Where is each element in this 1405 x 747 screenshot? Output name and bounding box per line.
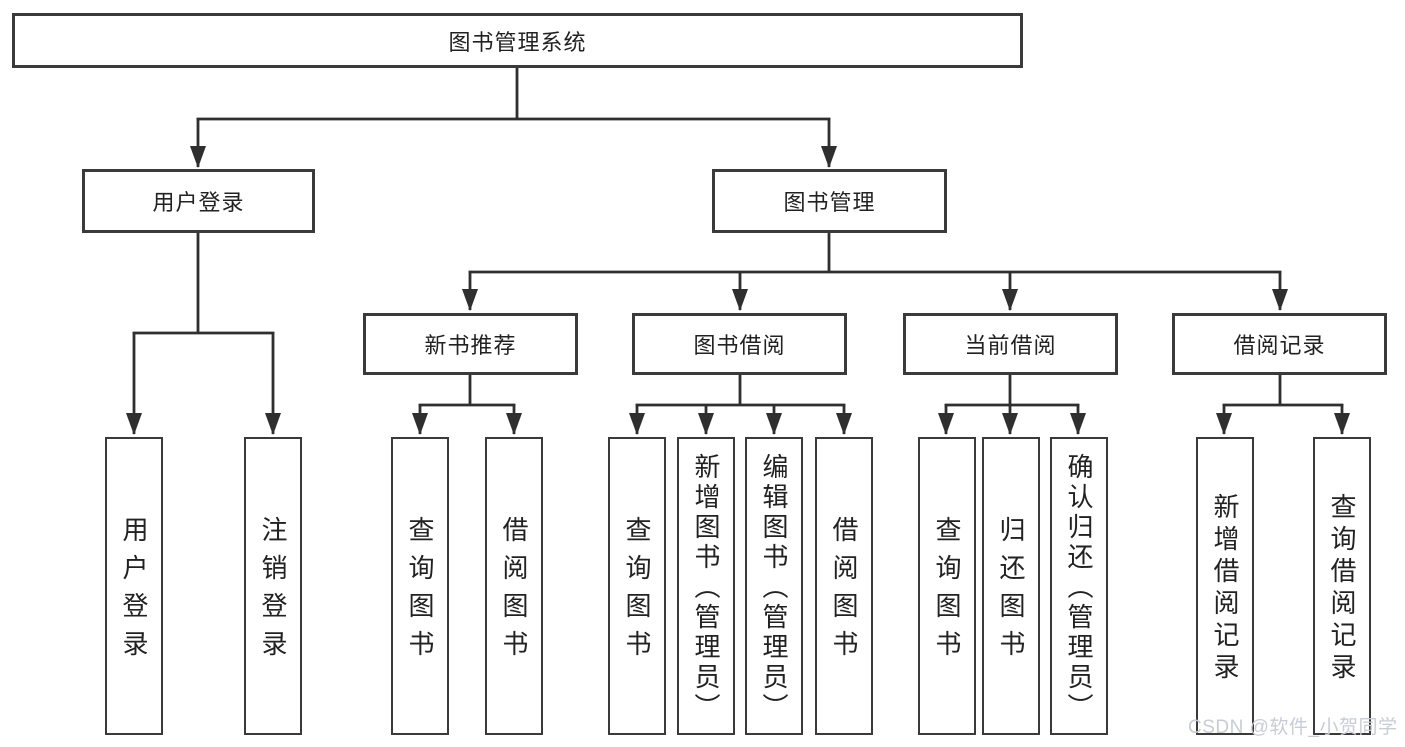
connector-current-borrow-to-leaves [938, 374, 1086, 435]
node-label: 借阅图书 [829, 516, 859, 668]
node-current-borrowing: 当前借阅 [903, 313, 1118, 375]
node-book-borrowing: 图书借阅 [632, 313, 847, 375]
leaf-borrow-books-recommend: 借阅图书 [485, 437, 543, 735]
node-label: 当前借阅 [964, 333, 1057, 358]
leaf-query-books-recommend: 查询图书 [391, 437, 449, 735]
csdn-watermark: CSDN @软件_小贺同学 [1188, 717, 1398, 738]
node-label: 借阅图书 [499, 516, 529, 668]
node-label: 确认归还（管理员） [1064, 453, 1094, 723]
node-label: 图书管理 [783, 190, 876, 215]
node-label: 图书管理系统 [448, 29, 587, 55]
node-library-system: 图书管理系统 [12, 13, 1023, 68]
node-label: 注销登录 [258, 516, 288, 668]
connector-book-borrow-to-leaves [629, 374, 852, 435]
connector-new-book-to-leaves [412, 374, 522, 435]
leaf-query-books-borrowing: 查询图书 [608, 437, 666, 735]
node-label: 查询图书 [405, 516, 435, 668]
connector-root-to-level2 [190, 68, 837, 168]
node-label: 图书借阅 [693, 333, 786, 358]
leaf-edit-book-admin: 编辑图书（管理员） [745, 437, 803, 735]
node-label: 查询借阅记录 [1327, 493, 1357, 685]
node-label: 新增图书（管理员） [691, 453, 721, 723]
node-borrowing-records: 借阅记录 [1172, 313, 1387, 375]
node-user-login: 用户登录 [82, 169, 315, 233]
node-book-management: 图书管理 [712, 169, 947, 233]
node-label: 新书推荐 [424, 333, 517, 358]
node-label: 归还图书 [996, 516, 1026, 668]
node-label: 查询图书 [932, 516, 962, 668]
node-label: 编辑图书（管理员） [759, 453, 789, 723]
leaf-query-borrow-record: 查询借阅记录 [1313, 437, 1371, 735]
node-label: 借阅记录 [1233, 333, 1326, 358]
leaf-user-login: 用户登录 [105, 437, 163, 735]
leaf-logout: 注销登录 [244, 437, 302, 735]
node-new-book-recommend: 新书推荐 [363, 313, 578, 375]
leaf-add-borrow-record: 新增借阅记录 [1196, 437, 1254, 735]
connector-user-login-to-leaves [126, 233, 281, 435]
leaf-borrow-books-borrowing: 借阅图书 [815, 437, 873, 735]
node-label: 查询图书 [622, 516, 652, 668]
node-label: 用户登录 [119, 516, 149, 668]
leaf-return-book: 归还图书 [982, 437, 1040, 735]
leaf-query-books-current: 查询图书 [918, 437, 976, 735]
connector-book-mgmt-to-level3 [462, 233, 1288, 311]
leaf-add-book-admin: 新增图书（管理员） [677, 437, 735, 735]
node-label: 新增借阅记录 [1210, 493, 1240, 685]
connector-borrow-records-to-leaves [1216, 374, 1350, 435]
leaf-confirm-return-admin: 确认归还（管理员） [1050, 437, 1108, 735]
node-label: 用户登录 [152, 190, 245, 215]
